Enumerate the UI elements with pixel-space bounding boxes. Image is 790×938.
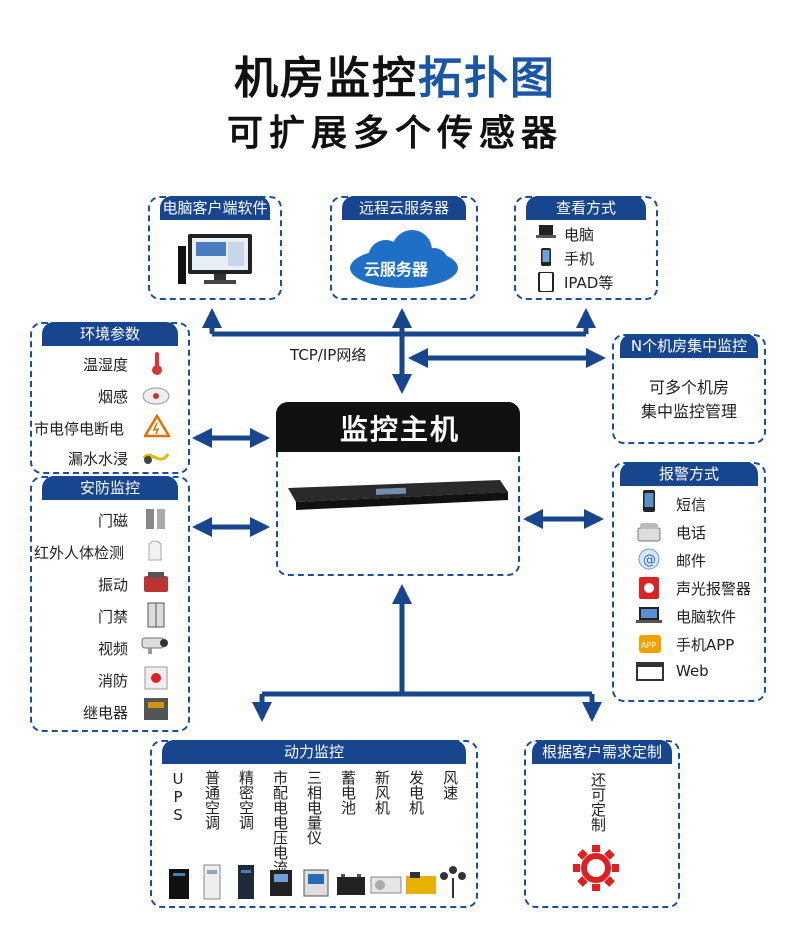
view-methods-header: 查看方式: [526, 196, 646, 220]
view-methods-box: 查看方式 电脑 手机 IPAD等: [514, 196, 658, 300]
power-col-ac: 普通空调: [203, 770, 221, 830]
sec-item-relay: 继电器: [82, 704, 128, 722]
anemometer-icon: [440, 866, 466, 898]
desktop-computer-icon: [178, 234, 252, 284]
three-phase-meter-icon: [303, 869, 329, 897]
gear-icon: [573, 845, 619, 891]
host-box: 监控主机: [276, 402, 520, 576]
multi-room-line-2: 集中监控管理: [640, 402, 737, 421]
relay-icon: [144, 698, 168, 720]
env-item-temp-humidity: 温湿度: [82, 356, 128, 374]
sec-item-door-magnet: 门磁: [97, 512, 128, 530]
alarm-item-pc-software: 电脑软件: [676, 608, 737, 626]
fresh-air-unit-icon: [370, 876, 402, 894]
email-icon: @: [638, 548, 660, 570]
alarm-item-phone-call: 电话: [676, 524, 707, 542]
alarm-item-web: Web: [676, 662, 709, 680]
door-magnet-icon: [146, 509, 165, 529]
alarm-box: 报警方式 短信 电话 @ 邮件 声光报警器 电脑软件 APP 手机APP Web: [612, 462, 766, 702]
battery-icon: [337, 874, 365, 895]
web-icon: [636, 662, 664, 681]
laptop-icon: [536, 225, 556, 238]
water-leak-sensor-icon: [142, 453, 170, 464]
smoke-detector-icon: [142, 387, 170, 405]
env-item-power-failure: 市电停电断电: [34, 420, 125, 438]
air-conditioner-icon: [203, 864, 221, 900]
sec-item-vibration: 振动: [97, 576, 128, 594]
view-item-phone: 手机: [564, 250, 595, 268]
power-col-fresh-air: 新风机: [373, 770, 391, 815]
power-col-wind-speed: 风速: [441, 770, 459, 800]
sec-item-infrared: 红外人体检测: [34, 544, 125, 562]
power-header: 动力监控: [162, 740, 466, 764]
access-control-icon: [147, 602, 165, 628]
sms-phone-icon: [643, 490, 655, 512]
pc-software-icon: [636, 607, 662, 623]
cloud-server-box: 远程云服务器 云服务器: [330, 196, 478, 300]
env-item-water-leak: 漏水水浸: [67, 450, 128, 468]
power-col-mains: 市配电电压电流: [271, 770, 289, 875]
pc-client-box: 电脑客户端软件: [148, 196, 282, 300]
camera-icon: [141, 637, 168, 654]
svg-text:@: @: [643, 553, 656, 568]
alarm-item-sms: 短信: [676, 496, 707, 514]
pc-client-header: 电脑客户端软件: [160, 196, 270, 220]
host-title: 监控主机: [340, 413, 461, 446]
custom-box: 根据客户需求定制 还可定制: [524, 740, 680, 908]
infrared-sensor-icon: [148, 540, 162, 561]
ups-icon: [169, 869, 189, 899]
security-box: 安防监控 门磁 红外人体检测 振动 门禁 视频 消防 继电器: [30, 476, 190, 732]
precision-ac-icon: [238, 865, 254, 899]
cloud-server-header: 远程云服务器: [342, 196, 466, 220]
custom-header: 根据客户需求定制: [532, 740, 672, 764]
telephone-icon: [637, 523, 661, 542]
env-item-smoke: 烟感: [97, 388, 128, 406]
title-accent: 拓扑图: [418, 53, 556, 104]
tablet-icon: [538, 272, 554, 292]
multi-room-header: N个机房集中监控: [620, 334, 758, 358]
environment-box: 环境参数 温湿度 烟感 市电停电断电 漏水水浸: [30, 322, 190, 474]
generator-icon: [406, 872, 436, 894]
mobile-app-icon: APP: [639, 635, 661, 653]
power-col-precision-ac: 精密空调: [237, 770, 255, 830]
environment-header: 环境参数: [42, 322, 178, 346]
host-header-bar: [276, 402, 520, 452]
multi-room-line-1: 可多个机房: [648, 378, 729, 397]
alarm-header: 报警方式: [620, 462, 758, 486]
view-item-ipad: IPAD等: [564, 274, 614, 292]
fire-alarm-icon: [144, 666, 168, 690]
vibration-sensor-icon: [144, 572, 168, 592]
power-col-generator: 发电机: [407, 770, 425, 815]
view-item-pc: 电脑: [564, 226, 595, 244]
host-device-icon: [288, 480, 508, 510]
page-subtitle: 可扩展多个传感器: [226, 113, 563, 154]
title-main: 机房监控: [234, 53, 418, 104]
power-col-ups: UPS: [169, 770, 187, 824]
sec-item-access-control: 门禁: [97, 608, 128, 626]
power-meter-icon: [270, 870, 292, 896]
power-box: 动力监控 UPS 普通空调 精密空调 市配电电压电流 三相电量仪 蓄电池 新风机…: [150, 740, 478, 908]
power-col-meter: 三相电量仪: [305, 770, 323, 845]
custom-text: 还可定制: [589, 772, 607, 832]
sound-light-alarm-icon: [639, 577, 659, 599]
alarm-item-sound-light: 声光报警器: [676, 580, 752, 598]
phone-icon: [541, 248, 551, 266]
page-title: 机房监控拓扑图: [0, 42, 790, 106]
svg-text:APP: APP: [641, 641, 656, 650]
thermometer-icon: [152, 352, 162, 375]
alarm-item-mobile-app: 手机APP: [676, 636, 735, 654]
sec-item-video: 视频: [97, 640, 128, 658]
multi-room-box: N个机房集中监控 可多个机房 集中监控管理: [612, 334, 766, 444]
sec-item-fire: 消防: [97, 672, 128, 690]
cloud-label: 云服务器: [364, 260, 429, 279]
cloud-icon: [350, 230, 458, 288]
power-col-battery: 蓄电池: [339, 770, 357, 815]
warning-triangle-icon: [144, 414, 170, 438]
alarm-item-email: 邮件: [676, 552, 707, 570]
network-label: TCP/IP网络: [290, 346, 367, 364]
security-header: 安防监控: [42, 476, 178, 500]
